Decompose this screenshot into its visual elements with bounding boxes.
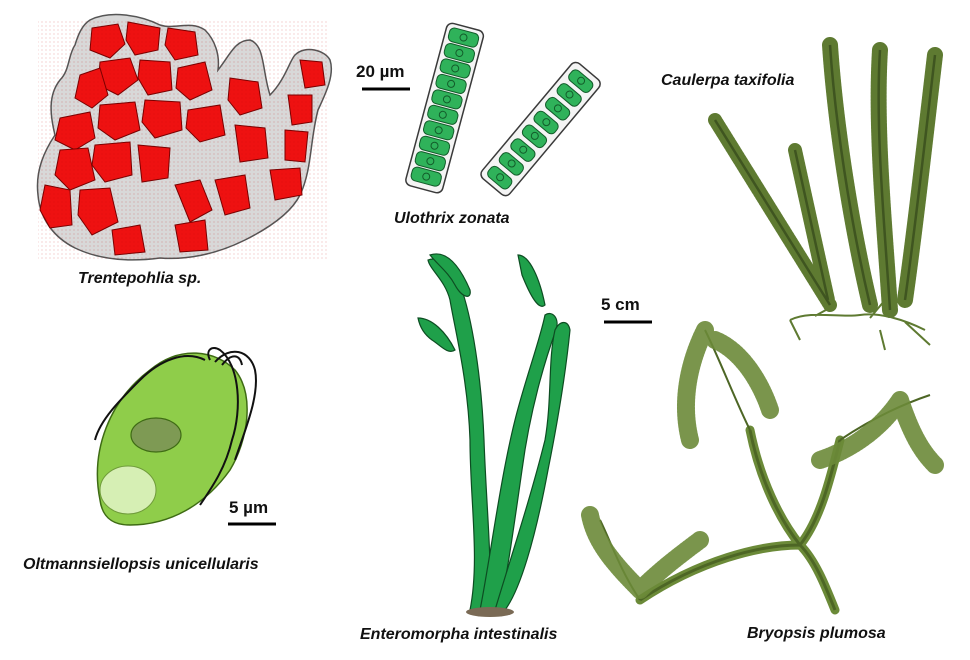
scale-label-macroalgae: 5 cm <box>601 295 640 315</box>
label-oltmannsiellopsis: Oltmannsiellopsis unicellularis <box>23 556 259 574</box>
trentepohlia-drawing <box>37 15 331 260</box>
label-trentepohlia: Trentepohlia sp. <box>78 270 201 288</box>
caulerpa-drawing <box>715 45 935 350</box>
enteromorpha-holdfast <box>466 607 514 617</box>
scale-label-ulothrix: 20 µm <box>356 62 405 82</box>
label-caulerpa: Caulerpa taxifolia <box>661 72 794 90</box>
ulothrix-drawing <box>405 22 603 198</box>
label-bryopsis: Bryopsis plumosa <box>747 625 886 643</box>
scale-label-oltmannsiellopsis: 5 µm <box>229 498 268 518</box>
label-enteromorpha: Enteromorpha intestinalis <box>360 626 557 644</box>
bryopsis-drawing <box>590 330 935 610</box>
label-ulothrix: Ulothrix zonata <box>394 210 510 228</box>
enteromorpha-drawing <box>418 254 570 610</box>
